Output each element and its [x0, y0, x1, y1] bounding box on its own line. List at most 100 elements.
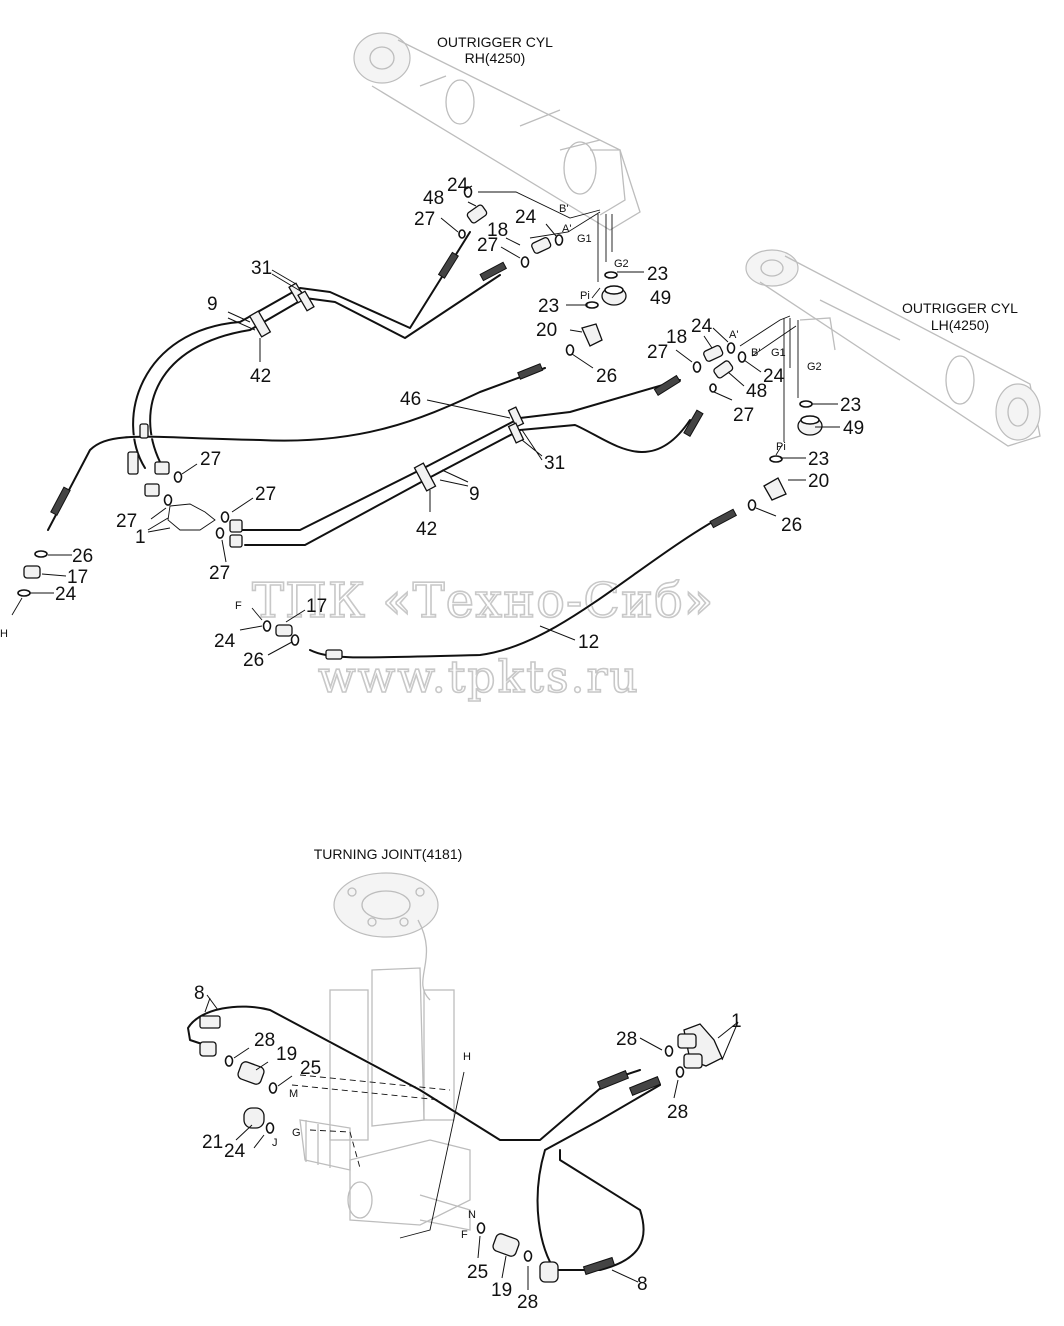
callout-26: 26 [781, 515, 802, 536]
fitting-48-lh [713, 360, 734, 379]
turning-joint-body [299, 872, 471, 1231]
o-rings-lower [224, 1045, 685, 1262]
callout-17: 17 [67, 567, 88, 588]
callout-27: 27 [414, 209, 435, 230]
port-label-rh-g1: G1 [577, 233, 592, 245]
callout-24: 24 [691, 316, 713, 337]
callout-19: 19 [491, 1280, 512, 1301]
callout-1: 1 [731, 1011, 742, 1032]
watermark-company: ТПК «Техно-Сиб» [252, 573, 714, 629]
callout-27: 27 [255, 484, 276, 505]
fitting-20-lh [763, 477, 787, 501]
callout-19: 19 [276, 1044, 297, 1065]
hose-9-lh-pair [238, 378, 692, 547]
callout-1: 1 [135, 527, 146, 548]
port-label-rh-a: A' [562, 223, 571, 235]
lower-fittings [199, 1015, 662, 1283]
callout-24: 24 [763, 366, 785, 387]
tee-1-lower [677, 1023, 723, 1069]
callout-27: 27 [647, 342, 668, 363]
hose-46 [46, 366, 547, 532]
lh-cylinder-title-line1: OUTRIGGER CYL [902, 300, 1018, 316]
callout-42: 42 [416, 519, 437, 540]
callout-28: 28 [667, 1102, 688, 1123]
callout-24: 24 [214, 631, 236, 652]
callout-24: 24 [55, 584, 77, 605]
callout-48: 48 [423, 188, 444, 209]
port-label-j: J [272, 1137, 278, 1149]
fitting-20-rh [581, 323, 603, 347]
port-brackets-upper [11, 191, 799, 621]
callout-20: 20 [536, 320, 557, 341]
hose-9-rh-pair [131, 230, 502, 470]
fitting-17-mid [275, 624, 293, 637]
port-label-lh-b: B' [751, 347, 760, 359]
fitting-18-lh [703, 345, 724, 362]
callout-27: 27 [733, 405, 754, 426]
callout-9: 9 [207, 294, 218, 315]
callout-18: 18 [666, 327, 687, 348]
port-label-rh-g2: G2 [614, 258, 629, 270]
callout-27: 27 [200, 449, 221, 470]
callout-25: 25 [300, 1058, 321, 1079]
fitting-17-left [23, 565, 41, 579]
fitting-48-rh [466, 204, 488, 224]
rh-cylinder-title-line1: OUTRIGGER CYL [437, 34, 553, 50]
tee-1-upper [144, 461, 243, 548]
callout-48: 48 [746, 381, 767, 402]
port-label-n: N [468, 1209, 476, 1221]
ghost-dashed-ports [291, 1071, 465, 1239]
port-label-h-bottom: H [463, 1051, 471, 1063]
callout-26: 26 [243, 650, 264, 671]
fitting-49-rh [601, 285, 627, 306]
clamp-42-rh [248, 310, 272, 338]
callout-23: 23 [647, 264, 668, 285]
callout-46: 46 [400, 389, 421, 410]
callout-28: 28 [254, 1030, 275, 1051]
port-label-m: M [289, 1088, 298, 1100]
hose-8-lower [535, 1083, 662, 1272]
leader-lines-upper [30, 185, 840, 656]
port-label-lh-a: A' [729, 329, 738, 341]
rh-cylinder-title-line2: RH(4250) [465, 50, 526, 66]
callout-27: 27 [477, 235, 498, 256]
leader-lines-lower [204, 994, 739, 1290]
callout-31: 31 [544, 453, 565, 474]
clamp-42-lh [413, 462, 437, 492]
port-label-h-left: H [0, 628, 8, 640]
callout-24: 24 [447, 175, 469, 196]
rh-outrigger-cylinder [353, 32, 641, 231]
watermark-website: www.tpkts.ru [318, 652, 640, 703]
port-label-lh-g2: G2 [807, 361, 822, 373]
port-label-lh-g1: G1 [771, 347, 786, 359]
callout-24: 24 [224, 1141, 246, 1162]
callout-12: 12 [578, 632, 599, 653]
callout-18: 18 [487, 220, 508, 241]
callout-49: 49 [650, 288, 671, 309]
callout-9: 9 [469, 484, 480, 505]
lh-outrigger-cylinder [745, 249, 1041, 447]
callout-26: 26 [72, 546, 93, 567]
port-label-g: G [292, 1127, 301, 1139]
callout-27: 27 [116, 511, 137, 532]
lh-cylinder-title-line2: LH(4250) [931, 317, 989, 333]
callout-8: 8 [194, 983, 205, 1004]
callout-49: 49 [843, 418, 864, 439]
fitting-18-rh [531, 237, 552, 254]
callout-26: 26 [596, 366, 617, 387]
callout-8: 8 [637, 1274, 648, 1295]
turning-joint-title: TURNING JOINT(4181) [314, 846, 463, 862]
callout-25: 25 [467, 1262, 488, 1283]
callout-20: 20 [808, 471, 829, 492]
callout-28: 28 [616, 1029, 637, 1050]
port-label-rh-pi: Pi [580, 290, 590, 302]
o-rings-upper [17, 186, 813, 646]
callout-21: 21 [202, 1132, 223, 1153]
clamp-31-lh [507, 406, 525, 444]
callout-28: 28 [517, 1292, 538, 1313]
hose-8-upper [186, 1004, 642, 1142]
callout-23: 23 [840, 395, 861, 416]
port-label-f-bottom: F [461, 1229, 468, 1241]
callout-23: 23 [808, 449, 829, 470]
